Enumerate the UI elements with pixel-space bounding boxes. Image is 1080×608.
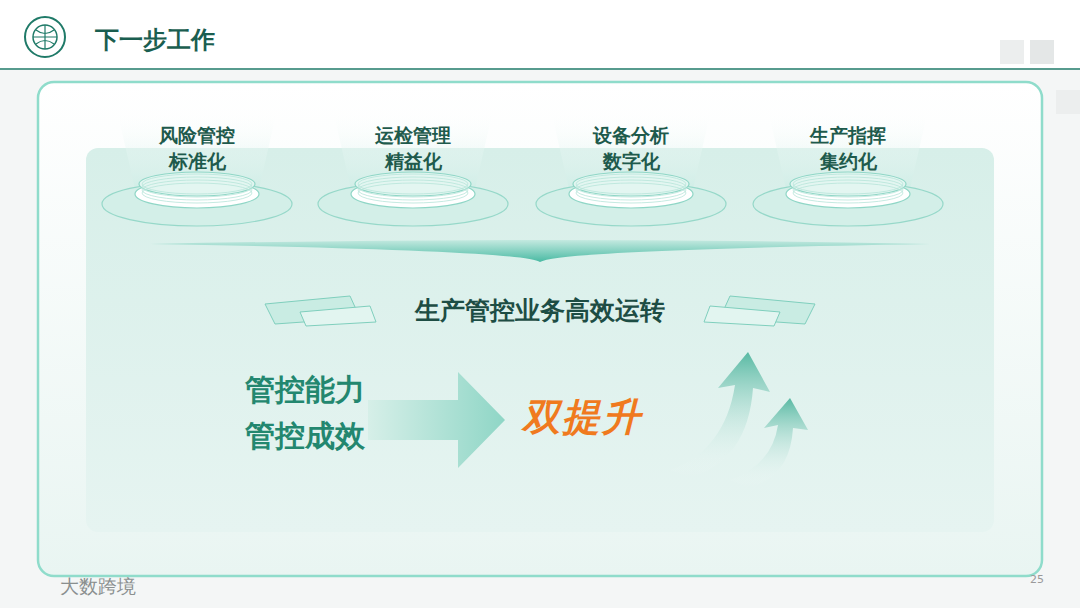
gain-text: 管控成效 (245, 416, 365, 457)
item-text: 风险管控 标准化 (150, 123, 245, 174)
goal-item: 生产指挥 集约化 (793, 120, 903, 177)
watermark: 大数跨境 (60, 574, 136, 600)
item-text: 生产指挥 集约化 (801, 123, 896, 174)
highlight-text: 双提升 (522, 392, 642, 443)
band-text: 生产管控业务高效运转 (415, 294, 665, 327)
goal-item: 运检管理 精益化 (358, 120, 468, 177)
goal-item: 设备分析 数字化 (576, 120, 686, 177)
item-text: 运检管理 精益化 (366, 123, 461, 174)
page-number: 25 (1030, 573, 1044, 586)
gain-text: 管控能力 (245, 370, 365, 411)
summary-band: 生产管控业务高效运转 (396, 287, 684, 334)
goal-item: 风险管控 标准化 (142, 120, 252, 177)
item-text: 设备分析 数字化 (584, 123, 679, 174)
slide-title: 下一步工作 (95, 24, 215, 56)
